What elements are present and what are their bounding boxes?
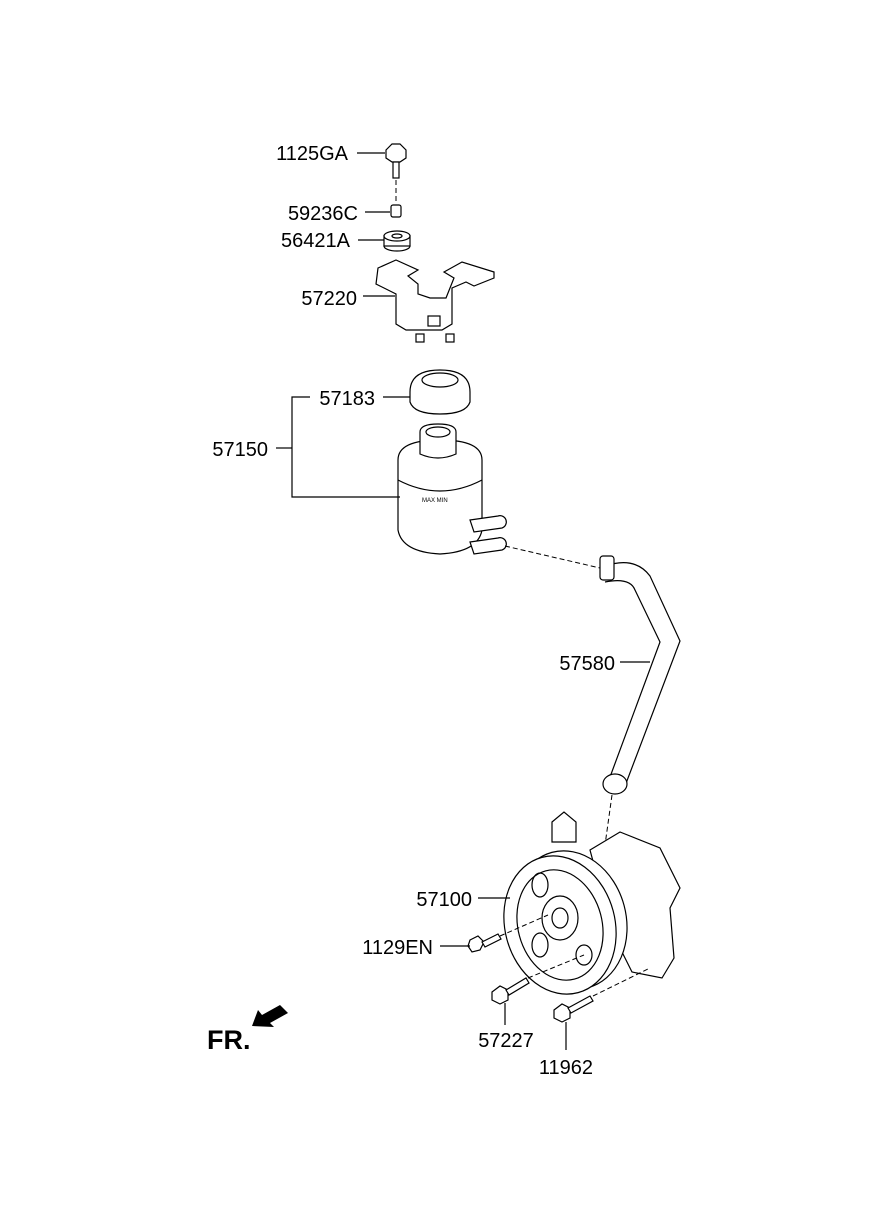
collar-icon (390, 204, 402, 218)
part-57580[interactable]: 57580 (559, 555, 681, 795)
part-57150[interactable]: MAX MIN 57150 (212, 396, 507, 555)
part-label: 1129EN (362, 937, 433, 959)
pulley-icon (503, 855, 617, 995)
part-59236C[interactable]: 59236C (288, 203, 402, 225)
part-label: 57227 (478, 1030, 534, 1052)
part-label: 59236C (288, 203, 358, 225)
hose-icon (604, 562, 681, 787)
part-label: 56421A (281, 230, 351, 252)
part-label: 11962 (539, 1057, 593, 1079)
part-label: 57580 (559, 653, 615, 675)
bolt-shank-icon (392, 161, 400, 179)
bolt-icon (553, 1003, 571, 1023)
part-label: 57183 (319, 388, 375, 410)
reservoir-marking: MAX MIN (422, 498, 448, 504)
part-label: 1125GA (276, 143, 349, 165)
front-arrow-icon (252, 1005, 288, 1027)
bolt-head-icon (385, 143, 407, 163)
bolt-icon (467, 935, 485, 953)
bolt-icon (491, 985, 509, 1005)
part-label: 57150 (212, 439, 268, 461)
part-57227[interactable]: 57227 (478, 954, 585, 1052)
part-1129EN[interactable]: 1129EN (362, 914, 549, 959)
part-56421A[interactable]: 56421A (281, 230, 411, 252)
insulator-icon (383, 230, 411, 242)
front-direction-marker: FR. (207, 1005, 288, 1055)
part-11962[interactable]: 11962 (539, 967, 651, 1079)
part-label: 57100 (416, 889, 472, 911)
part-1125GA[interactable]: 1125GA (276, 143, 407, 204)
part-57100[interactable]: 57100 (416, 811, 681, 1007)
fr-label: FR. (207, 1025, 251, 1055)
part-57220[interactable]: 57220 (301, 259, 495, 343)
bracket-icon (375, 259, 495, 331)
part-57183[interactable]: 57183 (319, 369, 471, 415)
part-label: 57220 (301, 288, 357, 310)
